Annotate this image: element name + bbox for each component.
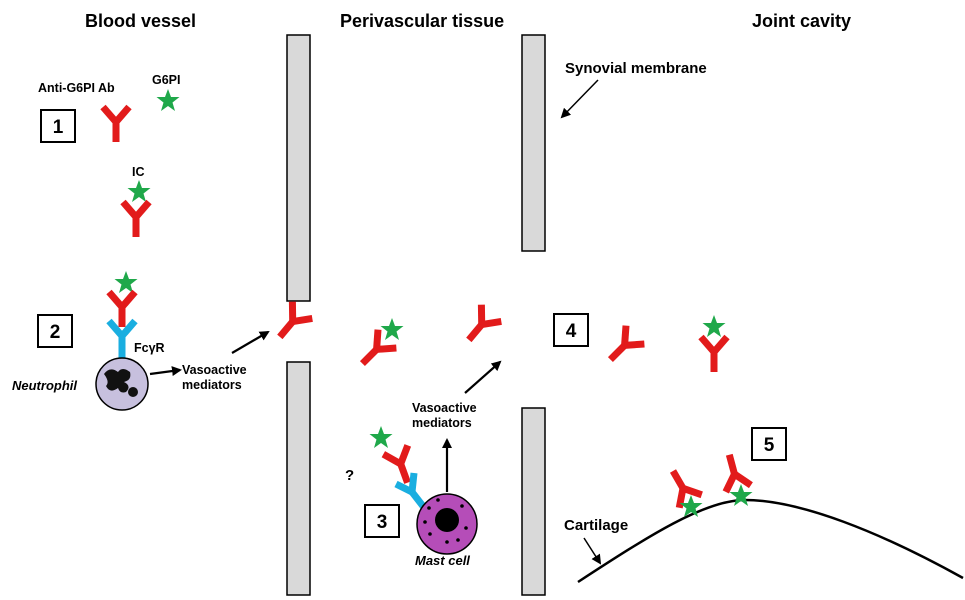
title-joint-cavity: Joint cavity <box>752 11 851 31</box>
vessel-wall-lower <box>286 361 311 596</box>
step-2-box <box>37 314 73 348</box>
anti-g6pi-ab-label: Anti-G6PI Ab <box>38 81 115 95</box>
extravasated-antibody-1 <box>270 302 312 346</box>
neutrophil-label: Neutrophil <box>12 378 77 393</box>
title-blood-vessel: Blood vessel <box>85 11 196 31</box>
joint-cavity-ic-antibody <box>701 337 727 372</box>
mast-cell-label: Mast cell <box>415 553 470 568</box>
vasoactive-mediators-1-line2: mediators <box>182 378 242 392</box>
synovial-leak-arrow <box>464 360 502 394</box>
fcgr-receptor-neutrophil <box>106 318 138 358</box>
g6pi-label: G6PI <box>152 73 181 87</box>
ic-antibody <box>123 202 149 237</box>
step-4-number: 4 <box>566 321 577 342</box>
step-5-box <box>751 427 787 461</box>
vasoactive-mediators-1-line1: Vasoactive <box>182 363 247 377</box>
ic-label: IC <box>132 165 145 179</box>
step-2-number: 2 <box>50 322 61 343</box>
question-mark: ? <box>345 467 354 484</box>
neutrophil-cell <box>95 357 149 411</box>
step-3-number: 3 <box>377 512 388 533</box>
vasoactive-mediators-2-line1: Vasoactive <box>412 401 477 415</box>
cartilage-bound-antibody-2 <box>717 451 751 492</box>
step-5-number: 5 <box>764 435 775 456</box>
ic-antigen-star <box>127 180 151 202</box>
mast-cell-ic-star <box>369 426 393 448</box>
perivascular-ic-star <box>380 318 404 340</box>
cartilage-pointer-arrow <box>583 537 602 565</box>
step-3-box <box>364 504 400 538</box>
step-1-number: 1 <box>53 117 64 138</box>
synovial-pointer-arrow <box>560 79 599 119</box>
fcgr-receptor-mast-cell <box>394 472 429 513</box>
cartilage-label: Cartilage <box>564 517 628 534</box>
joint-cavity-ic-star <box>702 315 726 337</box>
step-4-box <box>553 313 589 347</box>
synovial-membrane-label: Synovial membrane <box>565 60 707 77</box>
step-1-box <box>40 109 76 143</box>
synovial-wall-upper <box>521 34 546 252</box>
mast-cell <box>416 493 478 555</box>
synovial-wall-lower <box>521 407 546 596</box>
title-perivascular-tissue: Perivascular tissue <box>340 11 504 31</box>
joint-cavity-antibody <box>601 326 644 369</box>
cartilage-bound-antibody-1 <box>662 464 702 507</box>
vasoactive-mediators-2-line2: mediators <box>412 416 472 430</box>
fcgr-label: FcγR <box>134 341 165 355</box>
free-antibody-1 <box>103 107 129 142</box>
vascular-leak-arrow <box>231 330 270 354</box>
cartilage-surface <box>577 498 964 584</box>
vessel-wall-upper <box>286 34 311 302</box>
g6pi-antigen-star <box>156 89 180 111</box>
neutrophil-mediator-arrow <box>149 366 182 377</box>
neutrophil-ic-star <box>114 271 138 293</box>
extravasated-antibody-2 <box>459 305 501 349</box>
